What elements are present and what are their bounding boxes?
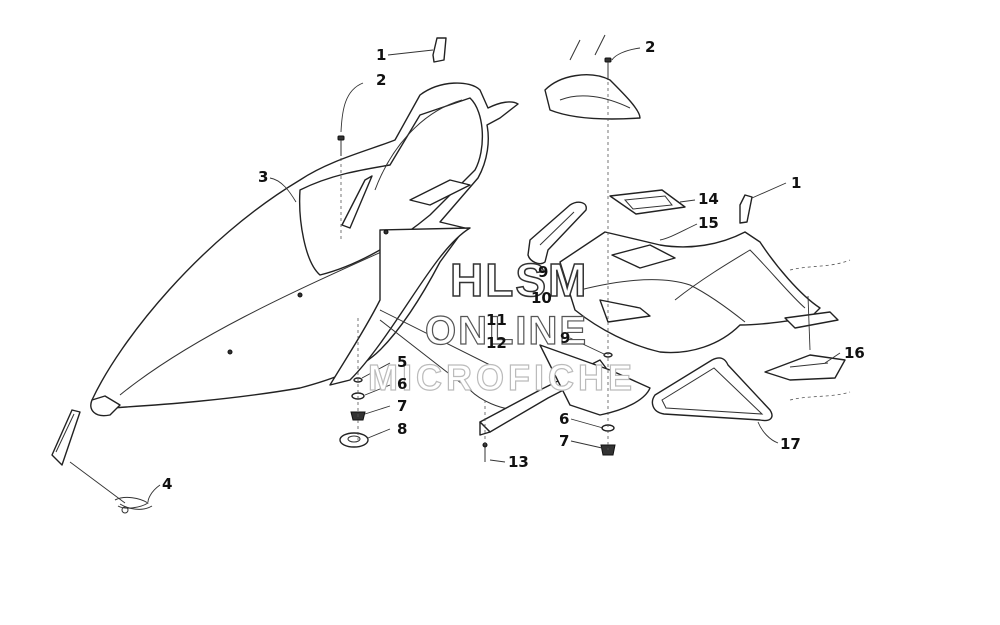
callout-14: 14	[698, 190, 719, 208]
callout-2-left: 2	[376, 71, 386, 89]
callout-3: 3	[258, 168, 268, 186]
callout-1-right: 1	[791, 174, 801, 192]
callout-16: 16	[844, 344, 865, 362]
callout-11: 11	[486, 311, 507, 329]
callout-9-lower: 9	[560, 329, 570, 347]
watermark-line2: ONLINE	[425, 309, 588, 353]
callout-10: 10	[531, 289, 552, 307]
reflector-left	[432, 37, 447, 63]
callouts: 1 2 3 4 5 6 7 8 9 10 11 12 9 13 2 14 15 …	[162, 38, 865, 493]
watermark-line3: MICROFICHE	[368, 357, 636, 398]
watermark: HLSM ONLINE MICROFICHE	[367, 253, 636, 398]
reflector-right	[739, 194, 753, 224]
callout-1-left: 1	[376, 46, 386, 64]
callout-6-right: 6	[559, 410, 569, 428]
callout-2-right: 2	[645, 38, 655, 56]
callout-17: 17	[780, 435, 801, 453]
callout-4: 4	[162, 475, 172, 493]
callout-13: 13	[508, 453, 529, 471]
gasket-ring	[651, 357, 773, 422]
rear-cowl	[559, 189, 821, 354]
hood-assembly	[90, 82, 521, 417]
callout-12: 12	[486, 334, 507, 352]
hitch-pin-clip	[114, 496, 153, 514]
callout-6-left: 6	[397, 375, 407, 393]
callout-8: 8	[397, 420, 407, 438]
callout-7-left: 7	[397, 397, 407, 415]
callout-15: 15	[698, 214, 719, 232]
watermark-line1: HLSM	[450, 254, 588, 306]
front-reflector	[51, 409, 81, 466]
bolt-icon	[337, 135, 345, 141]
grab-handle	[527, 201, 587, 265]
callout-7-right: 7	[559, 432, 569, 450]
callout-9-upper: 9	[538, 263, 548, 281]
fasteners	[69, 57, 616, 504]
seat-fragment	[544, 34, 641, 120]
rear-flap	[539, 344, 651, 416]
leader-lines	[147, 47, 841, 503]
callout-5: 5	[397, 353, 407, 371]
side-pad	[764, 259, 851, 401]
